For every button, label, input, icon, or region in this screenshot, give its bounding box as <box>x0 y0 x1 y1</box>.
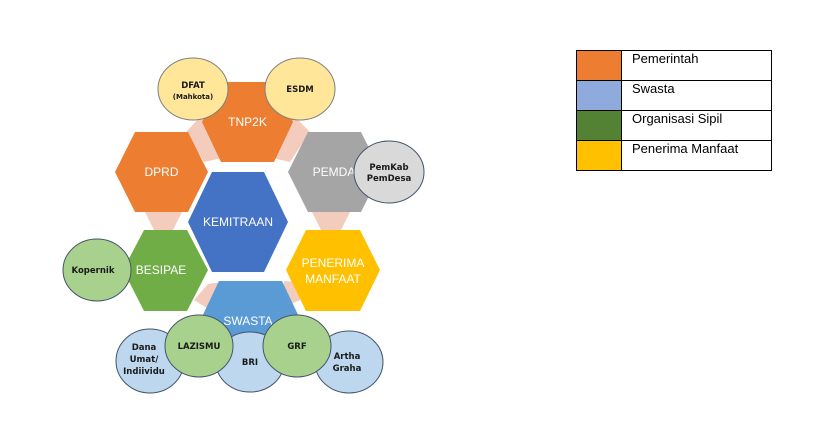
hex-label-dprd: DPRD <box>144 165 178 179</box>
circle-label-dfat-line2: (Mahkota) <box>173 93 213 101</box>
circle-label-dana-line3: Indiividu <box>123 367 165 377</box>
circle-label-dfat-line1: DFAT <box>181 81 205 91</box>
legend-label-pemerintah: Pemerintah <box>621 50 772 81</box>
circle-label-artha-line1: Artha <box>334 352 361 362</box>
circle-label-grf: GRF <box>287 342 307 352</box>
hex-label-penerima-line2: MANFAAT <box>305 272 361 286</box>
hex-label-besipae: BESIPAE <box>136 263 186 277</box>
circle-label-esdm: ESDM <box>286 85 313 95</box>
hex-label-pemda: PEMDA <box>313 165 356 179</box>
circle-dfat <box>157 57 229 121</box>
legend: Pemerintah Swasta Organisasi Sipil Pener… <box>576 50 772 171</box>
connector-dprd-tnp2k <box>186 112 222 162</box>
connector-pemda-penerima <box>312 212 350 232</box>
circle-grf <box>262 314 332 378</box>
legend-swatch-penerima-manfaat <box>576 140 622 171</box>
circle-label-kopernik: Kopernik <box>72 266 115 276</box>
circle-label-dana-line2: Umat/ <box>130 355 160 365</box>
hex-label-penerima-line1: PENERIMA <box>302 256 365 270</box>
circle-label-pemkab-line2: PemDesa <box>367 174 412 184</box>
hex-label-kemitraan: KEMITRAAN <box>203 215 273 229</box>
legend-row-organisasi-sipil: Organisasi Sipil <box>576 110 772 141</box>
circle-lazismu <box>164 314 234 378</box>
circle-label-pemkab-line1: PemKab <box>369 163 408 173</box>
hex-penerima-manfaat <box>286 230 380 311</box>
hex-dprd <box>115 132 208 212</box>
hex-kemitraan <box>188 172 288 272</box>
hex-besipae <box>123 230 208 311</box>
circle-esdm <box>264 57 336 121</box>
legend-swatch-swasta <box>576 80 622 111</box>
hex-label-tnp2k: TNP2K <box>228 115 267 129</box>
legend-label-organisasi-sipil: Organisasi Sipil <box>621 110 772 141</box>
connector-tnp2k-pemda <box>272 112 310 162</box>
hex-pemda <box>288 132 381 212</box>
legend-label-swasta: Swasta <box>621 80 772 111</box>
legend-row-penerima-manfaat: Penerima Manfaat <box>576 140 772 171</box>
circle-label-lazismu: LAZISMU <box>178 342 221 352</box>
circle-pemkab <box>353 140 425 204</box>
hex-label-swasta: SWASTA <box>223 314 272 328</box>
circle-label-artha-line2: Graha <box>333 364 362 374</box>
legend-swatch-pemerintah <box>576 50 622 81</box>
connector-dprd-besipae <box>145 212 182 232</box>
legend-row-swasta: Swasta <box>576 80 772 111</box>
legend-row-pemerintah: Pemerintah <box>576 50 772 81</box>
legend-swatch-organisasi-sipil <box>576 110 622 141</box>
legend-label-penerima-manfaat: Penerima Manfaat <box>621 140 772 171</box>
circle-label-dana-line1: Dana <box>132 343 157 353</box>
circle-kopernik <box>62 238 132 302</box>
circle-label-bri: BRI <box>242 358 258 368</box>
hex-connectors <box>145 112 350 310</box>
